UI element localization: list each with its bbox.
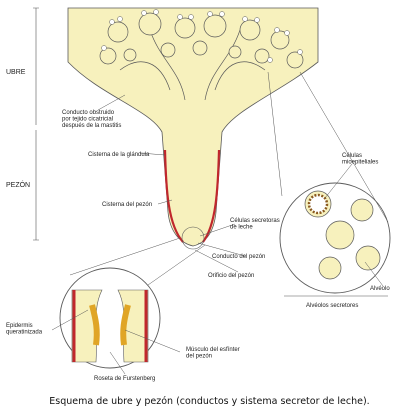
celulas-secretoras-label: Células secretoras de leche — [230, 218, 281, 231]
zoom-line-teat-left — [69, 237, 181, 276]
musculo-esfinter-label: Músculo del esfínter del pezón — [186, 347, 241, 360]
zoom-line-alv-top — [267, 71, 283, 197]
zoom-line-teat-right — [147, 244, 206, 286]
ubre-bracket — [33, 7, 39, 125]
cisterna-pezon-label: Cisterna del pezón — [102, 202, 152, 208]
orificio-pezon-label: Orificio del pezón — [208, 273, 254, 279]
roseta-label: Roseta de Furstenberg — [94, 376, 155, 382]
udder-body — [67, 7, 319, 247]
duct-system — [99, 12, 304, 101]
alveoli-small — [101, 9, 303, 63]
pezon-label: PEZÓN — [6, 180, 30, 189]
teat-end-walls — [71, 289, 149, 363]
teat-muscle-left — [163, 149, 184, 243]
figure-caption: Esquema de ubre y pezón (conductos y sis… — [49, 396, 370, 407]
conducto-pezon-label: Conducto del pezón — [212, 254, 265, 260]
celulas-mioepiteliales-label: Células mioepiteliales — [342, 153, 378, 166]
alveolos-secretores-label: Alvéolos secretores — [306, 303, 358, 309]
zoom-line-alv-bottom — [299, 71, 389, 223]
epidermis-label: Epidermis queratinizada — [6, 323, 43, 336]
leader-lines — [51, 94, 384, 375]
pezon-bracket — [33, 130, 39, 241]
teat-tip-marker — [181, 226, 205, 250]
cisterna-glandula-label: Cisterna de la glándula — [88, 152, 150, 158]
conducto-obstruido-label: Conducto obstruido por tejido cicatricia… — [62, 110, 121, 129]
myoepithelial-ring — [307, 193, 329, 215]
alveolo-label: Alvéolo — [370, 286, 390, 292]
teat-muscle-right — [202, 149, 221, 243]
ubre-label: UBRE — [6, 69, 26, 76]
